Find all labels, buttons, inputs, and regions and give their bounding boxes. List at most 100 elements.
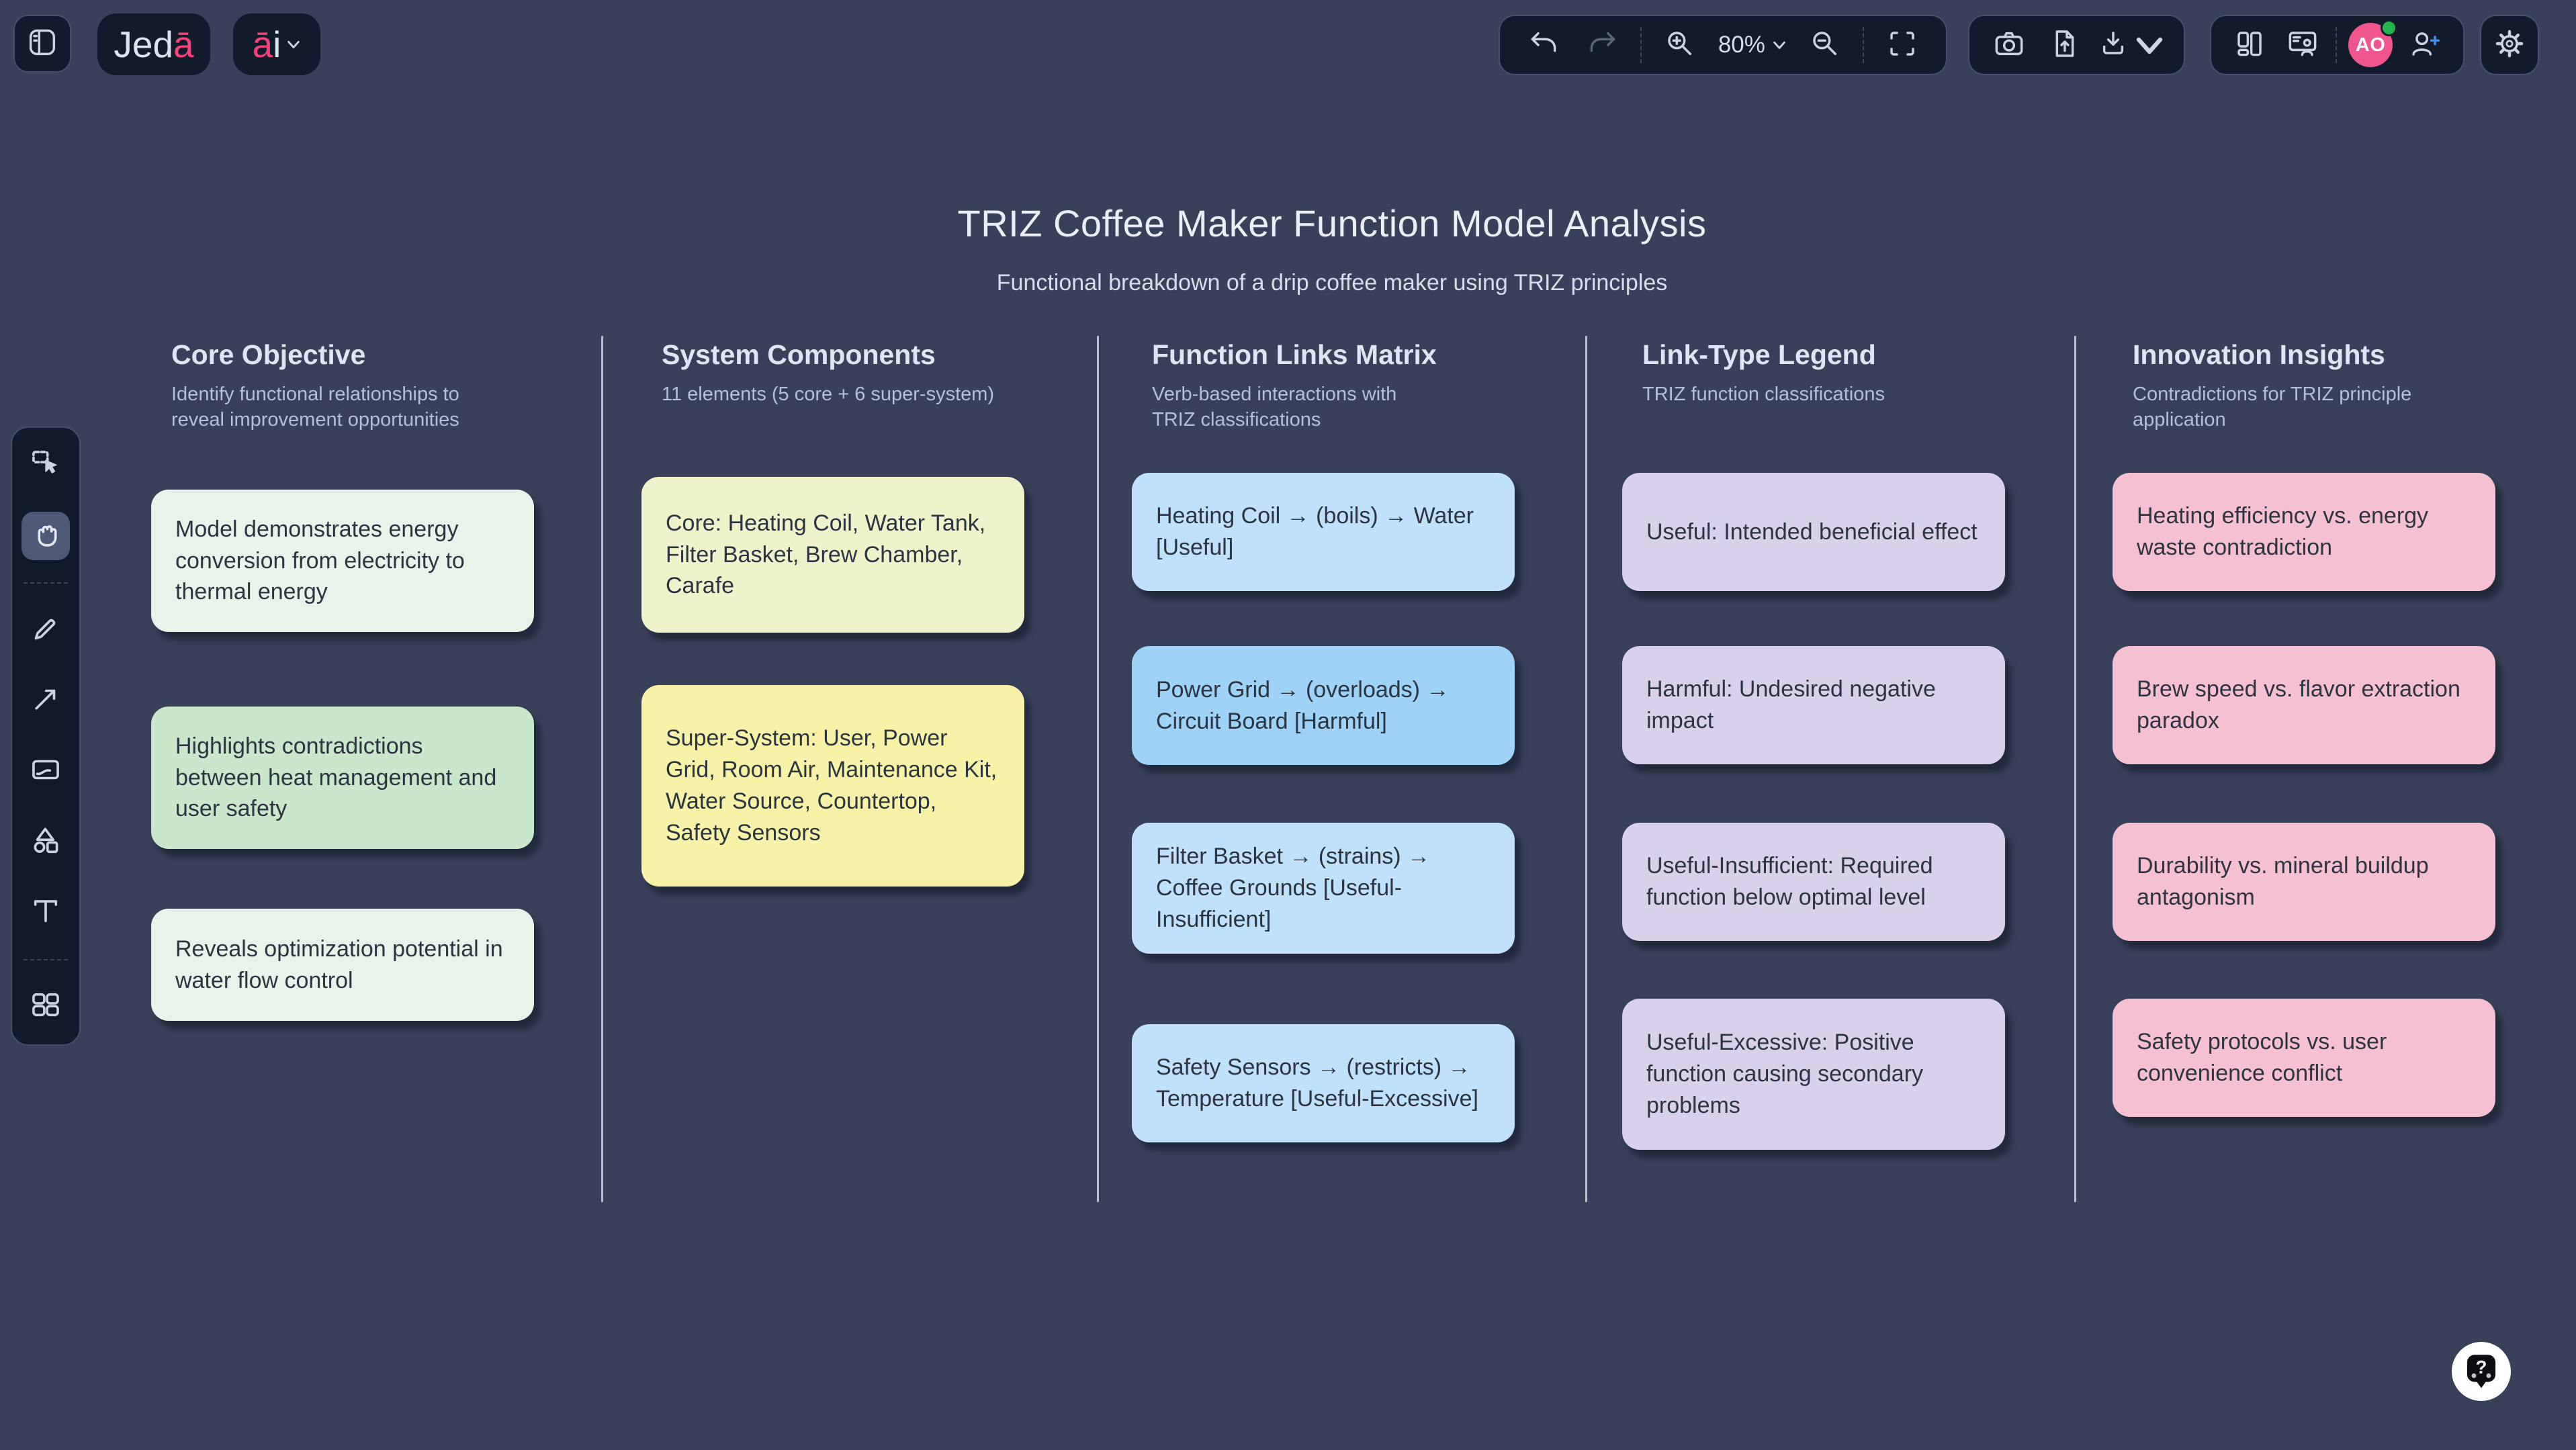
sticky-note[interactable]: Core: Heating Coil, Water Tank, Filter B…	[641, 477, 1024, 633]
avatar-initials: AO	[2355, 34, 2386, 56]
help-button[interactable]: ?	[2452, 1342, 2511, 1401]
logo-text: Jed	[114, 24, 174, 65]
sticky-note[interactable]: Highlights contradictions between heat m…	[151, 707, 534, 849]
arrow-icon	[29, 682, 62, 719]
fit-screen-icon	[1886, 28, 1918, 63]
sticky-note[interactable]: Safety protocols vs. user convenience co…	[2113, 999, 2495, 1117]
column-divider	[601, 336, 603, 1202]
zoom-level-value: 80%	[1718, 32, 1765, 58]
sidebar-toggle-button[interactable]	[13, 15, 71, 73]
column-header[interactable]: Core Objective	[171, 339, 366, 370]
settings-button[interactable]	[2480, 15, 2539, 75]
download-icon	[2097, 28, 2129, 63]
undo-button[interactable]	[1523, 24, 1564, 66]
undo-icon	[1527, 28, 1560, 63]
column-divider	[1097, 336, 1099, 1202]
add-person-icon	[2409, 28, 2442, 63]
ai-accent: ā	[252, 24, 273, 65]
online-status-dot	[2381, 19, 2397, 36]
redo-icon	[1587, 28, 1619, 63]
toolbar-divider	[2335, 27, 2337, 63]
present-button[interactable]	[2282, 24, 2323, 66]
connector-tool-button[interactable]	[21, 676, 70, 725]
zoom-in-icon	[1664, 28, 1696, 63]
sticky-note[interactable]: Useful-Insufficient: Required function b…	[1622, 823, 2005, 941]
column-innovation-insights: Innovation Insights Contradictions for T…	[2113, 339, 2495, 1117]
select-tool-button[interactable]	[21, 441, 70, 490]
sticky-note[interactable]: Power Grid → (overloads) → Circuit Board…	[1132, 646, 1515, 765]
board-title[interactable]: TRIZ Coffee Maker Function Model Analysi…	[957, 202, 1707, 244]
tool-palette	[11, 426, 81, 1046]
sticky-note[interactable]: Durability vs. mineral buildup antagonis…	[2113, 823, 2495, 941]
palette-divider	[24, 582, 68, 584]
camera-icon	[1993, 28, 2025, 63]
zoom-in-button[interactable]	[1659, 24, 1701, 66]
layout-kanban-button[interactable]	[2229, 24, 2270, 66]
chevron-down-icon	[2133, 29, 2166, 61]
toolbar-divider	[1640, 27, 1642, 63]
help-question-mark: ?	[2476, 1357, 2487, 1377]
column-divider	[1585, 336, 1587, 1202]
redo-button[interactable]	[1582, 24, 1624, 66]
logo-accent: ā	[173, 24, 194, 65]
card-tool-button[interactable]	[21, 747, 70, 796]
add-collaborator-button[interactable]	[2405, 24, 2446, 66]
sidebar-toggle-icon	[26, 26, 58, 62]
board-subtitle[interactable]: Functional breakdown of a drip coffee ma…	[996, 270, 1668, 296]
shapes-tool-button[interactable]	[21, 818, 70, 866]
sticky-note[interactable]: Useful-Excessive: Positive function caus…	[1622, 999, 2005, 1150]
text-tool-button[interactable]	[21, 889, 70, 937]
screenshot-button[interactable]	[1988, 24, 2030, 66]
download-menu-button[interactable]	[2098, 24, 2165, 66]
sticky-note[interactable]: Useful: Intended beneficial effect	[1622, 473, 2005, 591]
text-icon	[29, 894, 62, 931]
sticky-note[interactable]: Harmful: Undesired negative impact	[1622, 646, 2005, 764]
column-header[interactable]: System Components	[662, 339, 936, 370]
zoom-out-icon	[1809, 28, 1841, 63]
chevron-down-icon	[1772, 38, 1787, 52]
column-description[interactable]: TRIZ function classifications	[1642, 383, 1885, 405]
sticky-note[interactable]: Heating efficiency vs. energy waste cont…	[2113, 473, 2495, 591]
zoom-level-dropdown[interactable]: 80%	[1718, 32, 1787, 58]
ai-suffix: i	[273, 24, 281, 65]
apps-grid-icon	[29, 988, 62, 1025]
fit-screen-button[interactable]	[1881, 24, 1923, 66]
sticky-note[interactable]: Heating Coil → (boils) → Water [Useful]	[1132, 473, 1515, 591]
column-description[interactable]: 11 elements (5 core + 6 super-system)	[662, 383, 995, 405]
column-header[interactable]: Innovation Insights	[2133, 339, 2385, 370]
history-zoom-toolbar: 80%	[1499, 15, 1947, 75]
column-description[interactable]: Contradictions for TRIZ principle applic…	[2133, 383, 2412, 431]
file-upload-icon	[2048, 28, 2080, 63]
chevron-down-icon	[286, 37, 301, 52]
presentation-icon	[2286, 28, 2319, 63]
sticky-note[interactable]: Reveals optimization potential in water …	[151, 909, 534, 1021]
hand-tool-button[interactable]	[21, 512, 70, 561]
collaboration-toolbar: AO	[2210, 15, 2464, 75]
export-toolbar	[1968, 15, 2185, 75]
select-cursor-icon	[29, 447, 62, 484]
zoom-out-button[interactable]	[1804, 24, 1846, 66]
pen-icon	[29, 612, 62, 649]
sticky-note[interactable]: Brew speed vs. flavor extraction paradox	[2113, 646, 2495, 764]
column-divider	[2074, 336, 2076, 1202]
card-icon	[29, 753, 62, 790]
column-description[interactable]: Verb-based interactions with TRIZ classi…	[1152, 383, 1397, 431]
apps-grid-button[interactable]	[21, 983, 70, 1031]
gear-icon	[2493, 27, 2526, 64]
column-header[interactable]: Function Links Matrix	[1152, 339, 1437, 370]
column-function-links-matrix: Function Links Matrix Verb-based interac…	[1132, 339, 1515, 1142]
sticky-note[interactable]: Filter Basket → (strains) → Coffee Groun…	[1132, 823, 1515, 954]
pen-tool-button[interactable]	[21, 606, 70, 654]
sticky-note[interactable]: Safety Sensors → (restricts) → Temperatu…	[1132, 1024, 1515, 1142]
sticky-note[interactable]: Super-System: User, Power Grid, Room Air…	[641, 685, 1024, 887]
toolbar-divider	[1863, 27, 1865, 63]
sticky-note[interactable]: Model demonstrates energy conversion fro…	[151, 490, 534, 632]
user-avatar[interactable]: AO	[2348, 19, 2397, 67]
shapes-icon	[29, 823, 62, 860]
import-file-button[interactable]	[2043, 24, 2085, 66]
column-header[interactable]: Link-Type Legend	[1642, 339, 1876, 370]
column-description[interactable]: Identify functional relationships to rev…	[171, 383, 459, 431]
hand-pan-icon	[29, 518, 62, 555]
